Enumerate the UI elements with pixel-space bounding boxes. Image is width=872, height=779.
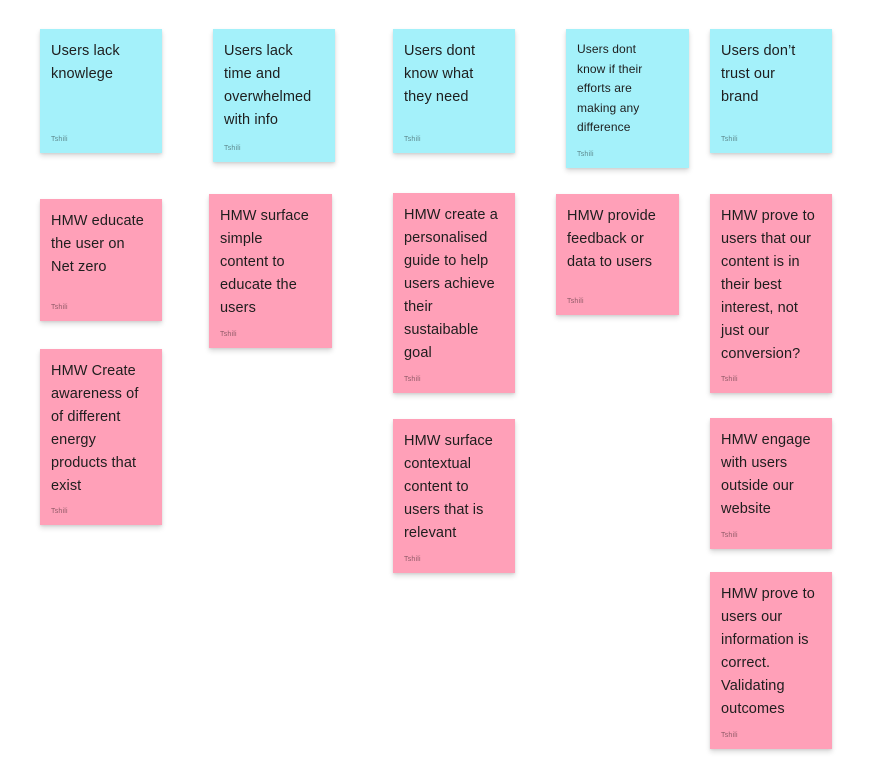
sticky-note-author: Tshili [51,508,68,515]
sticky-note-author: Tshili [721,732,738,739]
sticky-note-text: Users lack knowlege [51,43,120,82]
sticky-note-author: Tshili [404,376,421,383]
sticky-note[interactable]: Users dont know what they need Tshili [393,29,515,153]
sticky-note-author: Tshili [404,136,421,143]
sticky-note[interactable]: Users dont know if their efforts are mak… [566,29,689,168]
sticky-note-author: Tshili [721,136,738,143]
sticky-note-text: HMW surface contextual content to users … [404,433,493,541]
sticky-note[interactable]: HMW create a personalised guide to help … [393,193,515,393]
sticky-note-author: Tshili [220,331,237,338]
sticky-note[interactable]: HMW Create awareness of of different ene… [40,349,162,525]
sticky-note[interactable]: HMW surface contextual content to users … [393,419,515,573]
sticky-note-text: Users dont know if their efforts are mak… [577,42,643,134]
sticky-note[interactable]: HMW engage with users outside our websit… [710,418,832,549]
sticky-note-author: Tshili [51,304,68,311]
sticky-note[interactable]: HMW prove to users our information is co… [710,572,832,749]
sticky-note-text: Users dont know what they need [404,43,476,105]
sticky-note-author: Tshili [51,136,68,143]
sticky-note-text: HMW prove to users that our content is i… [721,208,815,362]
sticky-note-text: HMW prove to users our information is co… [721,586,815,717]
sticky-note[interactable]: HMW prove to users that our content is i… [710,194,832,393]
sticky-note-text: Users don’t trust our brand [721,43,796,105]
sticky-note[interactable]: Users lack time and overwhelmed with inf… [213,29,335,162]
sticky-note[interactable]: HMW surface simple content to educate th… [209,194,332,348]
sticky-note-text: Users lack time and overwhelmed with inf… [224,43,312,128]
sticky-note-author: Tshili [577,151,594,158]
sticky-note-author: Tshili [721,376,738,383]
sticky-note[interactable]: Users don’t trust our brand Tshili [710,29,832,153]
sticky-note-text: HMW engage with users outside our websit… [721,432,811,517]
sticky-note-text: HMW educate the user on Net zero [51,213,144,275]
sticky-note-author: Tshili [224,145,241,152]
sticky-note[interactable]: HMW educate the user on Net zero Tshili [40,199,162,321]
sticky-note-text: HMW provide feedback or data to users [567,208,656,270]
sticky-note-text: HMW create a personalised guide to help … [404,207,498,361]
sticky-note-author: Tshili [721,532,738,539]
sticky-note[interactable]: HMW provide feedback or data to users Ts… [556,194,679,315]
sticky-note-author: Tshili [404,556,421,563]
sticky-note-text: HMW Create awareness of of different ene… [51,363,139,494]
sticky-note-author: Tshili [567,298,584,305]
sticky-note[interactable]: Users lack knowlege Tshili [40,29,162,153]
sticky-note-text: HMW surface simple content to educate th… [220,208,309,316]
